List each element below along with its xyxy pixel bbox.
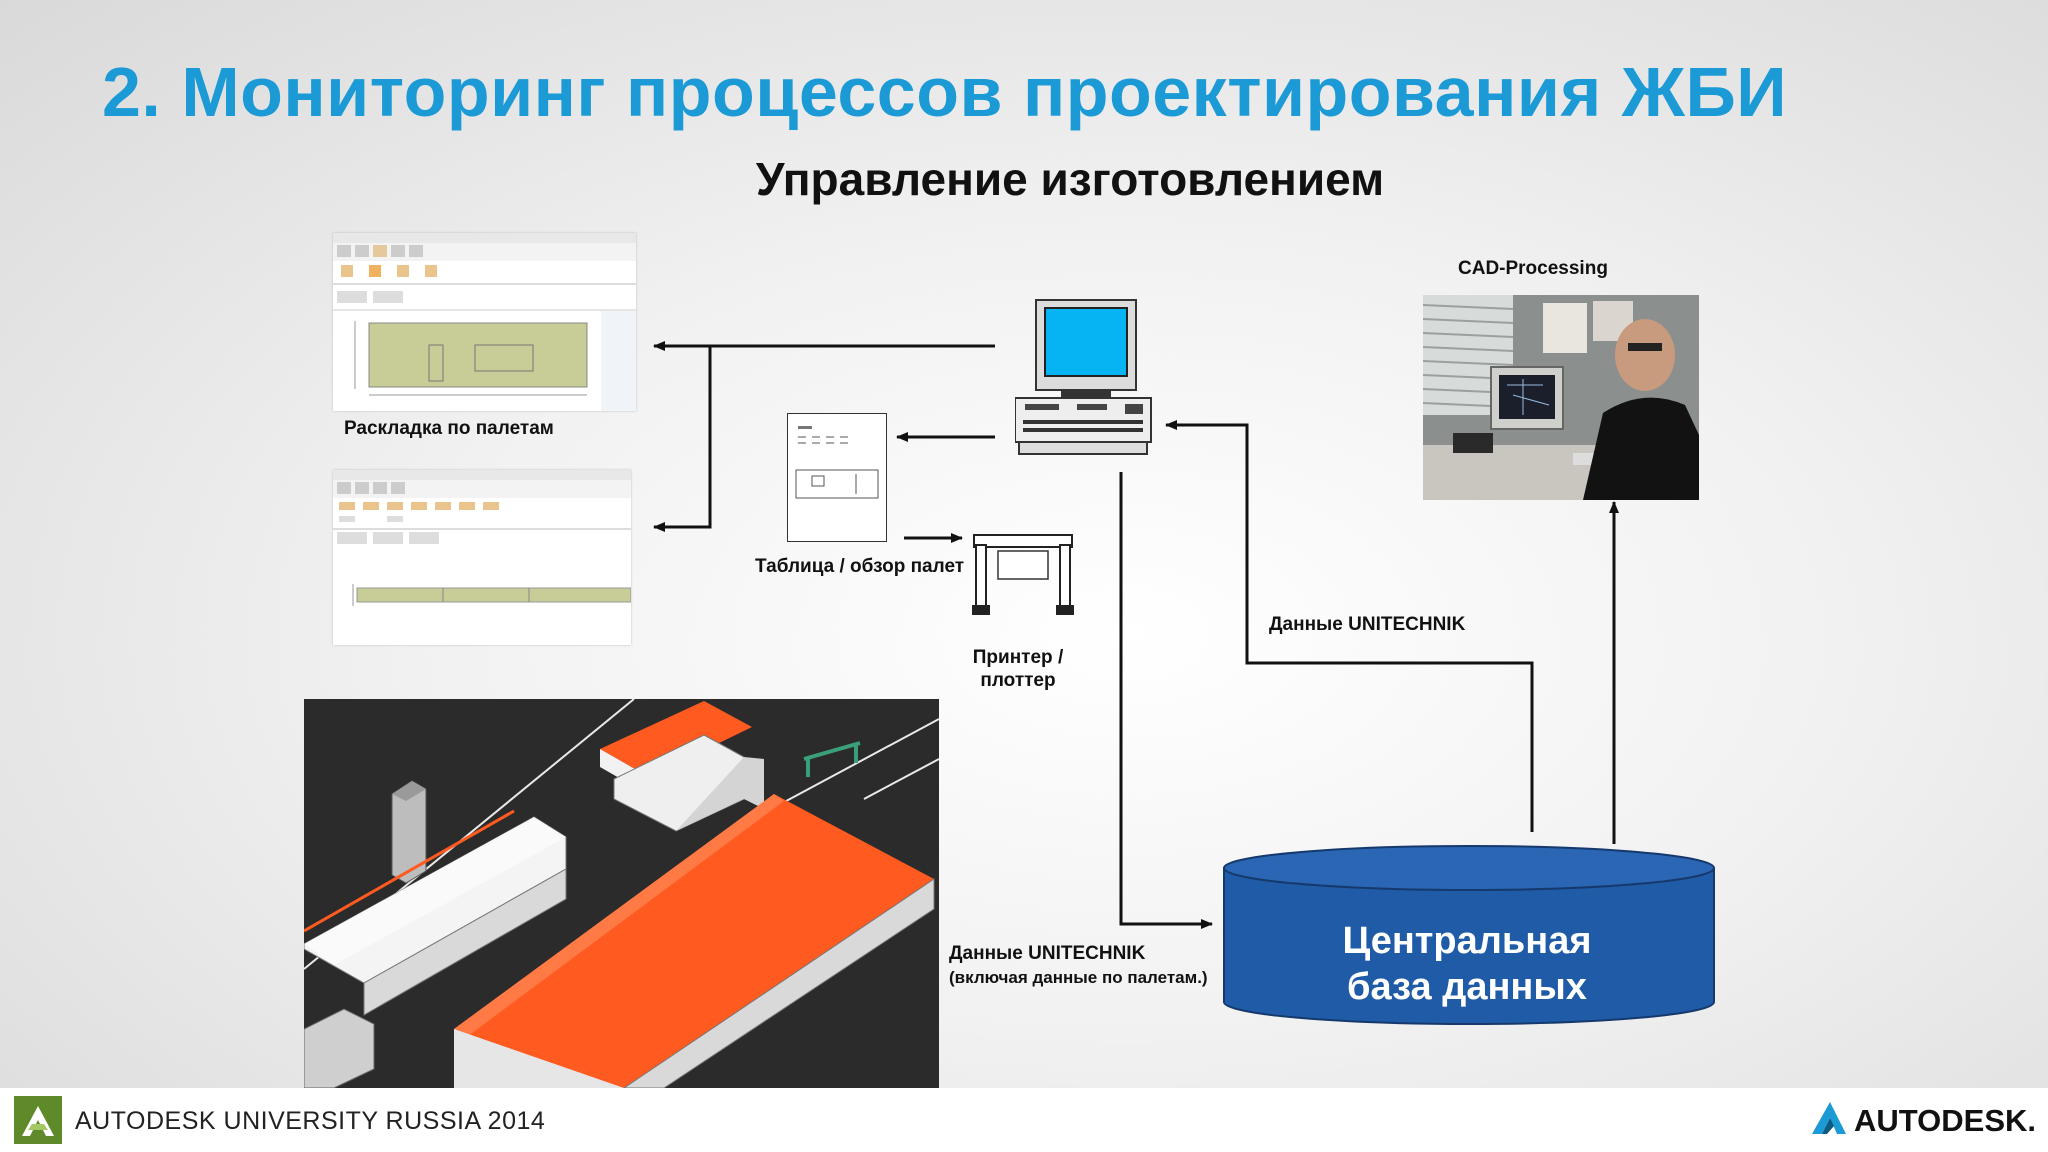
data-unitechnik-pallets-line1: Данные UNITECHNIK [949,943,1146,964]
pallet-layout-screenshot-top [333,233,636,411]
central-database-cylinder [1223,845,1715,1025]
printer-label-line2: плоттер [980,670,1056,691]
slide-title: 2. Мониторинг процессов проектирования Ж… [102,53,1788,131]
database-line2: база данных [1347,966,1587,1008]
data-unitechnik-pallets-line2: (включая данные по палетам.) [949,968,1208,987]
central-database-label: Центральная база данных [1222,918,1712,1010]
footer-event-name: AUTODESK UNIVERSITY RUSSIA 2014 [75,1107,546,1135]
computer-icon [1015,299,1152,455]
pallet-overview-image [333,470,631,606]
arrow-to-computer [1165,420,1534,832]
cad-processing-label: CAD-Processing [1458,258,1608,279]
printer-label: Принтер / плоттер [932,646,1104,692]
autodesk-brand-text: AUTODESK. [1854,1103,2037,1138]
pallet-layout-image [333,233,636,411]
pallet-table-label: Таблица / обзор палет [755,556,965,577]
arrow-to-layout-bottom [653,346,712,532]
arrow-to-database [1119,472,1213,929]
footer-bar [0,1088,2048,1152]
printer-label-line1: Принтер / [972,647,1064,668]
autodesk-logo-icon [1812,1102,1846,1134]
slide-subtitle: Управление изготовлением [755,153,1385,205]
printer-icon [972,534,1074,615]
cad-processing-photo [1423,295,1699,500]
data-unitechnik-pallets-label: Данные UNITECHNIK (включая данные по пал… [949,942,1208,990]
pallet-table-document-icon [787,413,887,542]
pallet-layout-screenshot-bottom [333,470,631,645]
database-line1: Центральная [1342,920,1592,962]
autodesk-university-logo-icon [14,1096,62,1144]
pallet-layout-label: Раскладка по палетам [344,418,554,439]
factory-3d-model-image [304,699,939,1088]
data-unitechnik-label: Данные UNITECHNIK [1269,614,1466,635]
